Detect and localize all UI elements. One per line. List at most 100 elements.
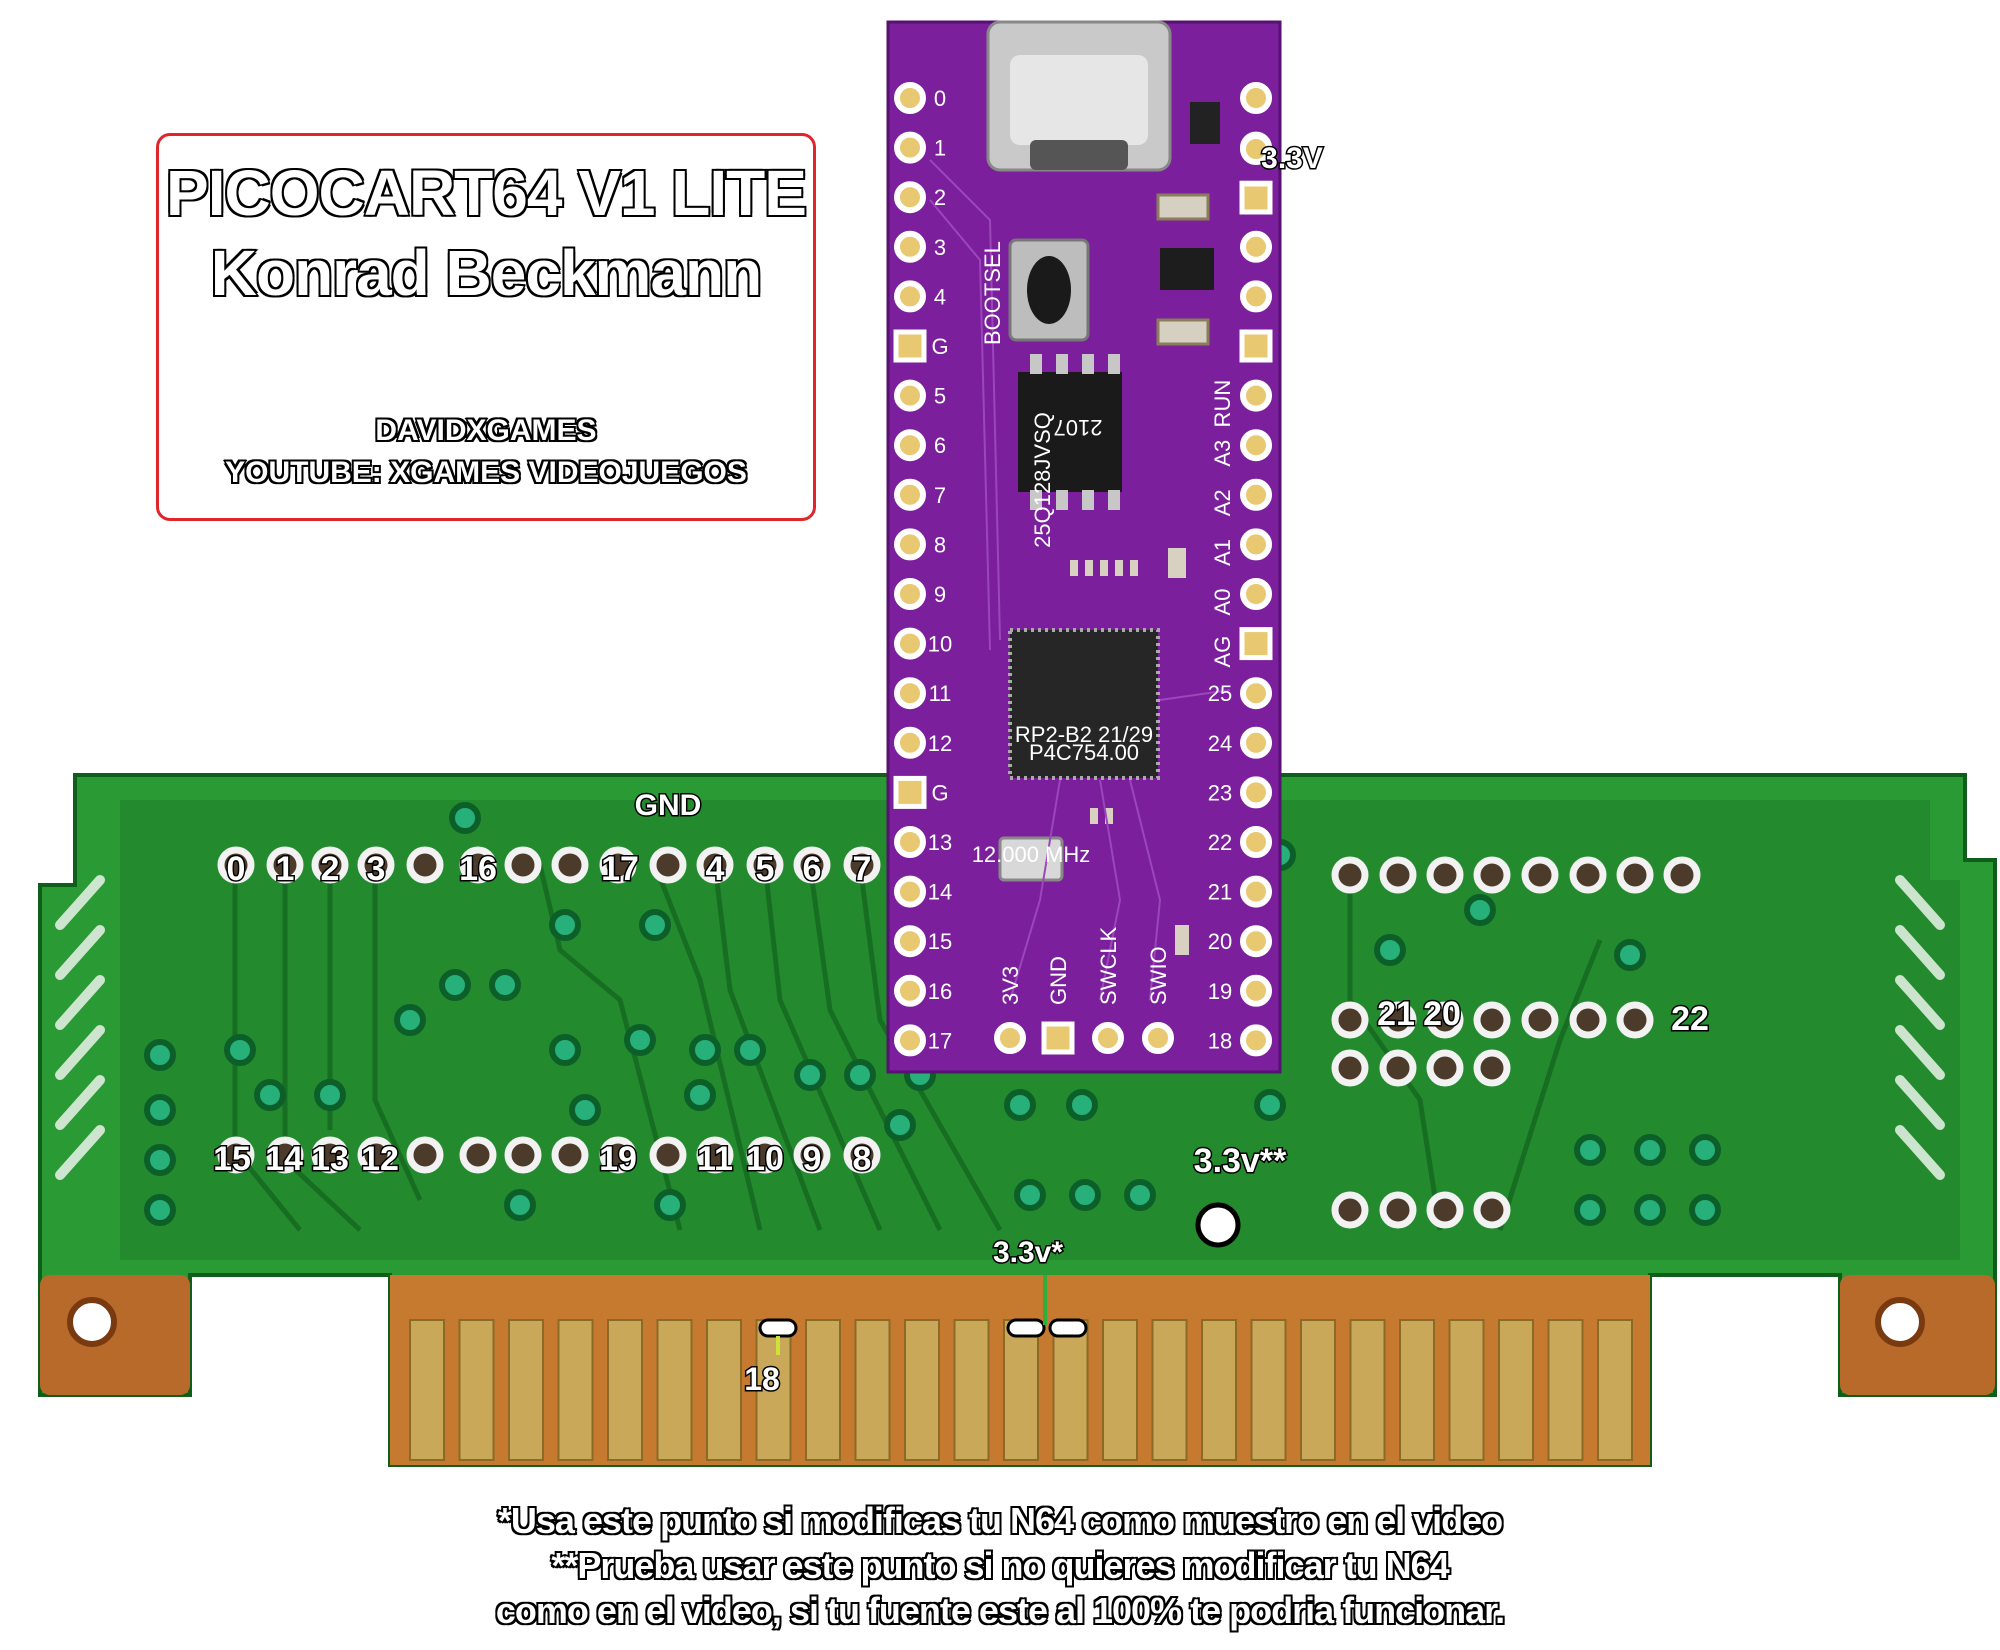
- cart-pad: [1477, 1053, 1507, 1083]
- pico-pin-label-left: 4: [934, 284, 946, 309]
- via: [1017, 1182, 1043, 1208]
- via: [687, 1082, 713, 1108]
- credit-youtube: YOUTUBE: XGAMES VIDEOJUEGOS: [159, 456, 813, 490]
- via: [797, 1062, 823, 1088]
- pico-pad-right: [1243, 283, 1269, 309]
- via: [1257, 1092, 1283, 1118]
- v33-single-star-label: 3.3v*: [993, 1236, 1063, 1269]
- via: [737, 1037, 763, 1063]
- cart-pad: [508, 1140, 538, 1170]
- pico-pad-left: [897, 879, 923, 905]
- via: [1637, 1137, 1663, 1163]
- pico-pad-bottom: [1095, 1025, 1121, 1051]
- pico-pad-left: [897, 631, 923, 657]
- via: [1007, 1092, 1033, 1118]
- via: [317, 1082, 343, 1108]
- via: [572, 1097, 598, 1123]
- edge-finger: [1301, 1320, 1335, 1460]
- pico-pad-right: [1243, 432, 1269, 458]
- pico-pin-label-left: 0: [934, 86, 946, 111]
- pico-pin-label-bottom: 3V3: [998, 966, 1023, 1005]
- pico-pin-label-bottom: SWCLK: [1096, 926, 1121, 1005]
- edge-finger: [1351, 1320, 1385, 1460]
- pico-pin-label-right: 25: [1208, 681, 1232, 706]
- cart-pin-label-top: 7: [853, 850, 872, 888]
- gnd-label: GND: [635, 789, 702, 822]
- pico-pin-label-left: 17: [928, 1028, 952, 1053]
- pico-pad-left: [897, 184, 923, 210]
- cart-pin-label-top: 1: [276, 850, 295, 888]
- credit-channel: DAVIDXGAMES: [159, 414, 813, 448]
- cart-pin-label-bottom: 8: [853, 1140, 872, 1178]
- cart-pad: [1620, 860, 1650, 890]
- pico-pin-label-left: 8: [934, 532, 946, 557]
- footnote-double-star: **Prueba usar este punto si no quieres m…: [0, 1545, 2000, 1587]
- via: [1069, 1092, 1095, 1118]
- pico-pin-label-left: 5: [934, 384, 946, 409]
- bootsel-label: BOOTSEL: [980, 241, 1005, 345]
- pico-pad-left: [897, 531, 923, 557]
- pico-pad-right: [1243, 531, 1269, 557]
- cart-pad: [1667, 860, 1697, 890]
- edge-finger: [509, 1320, 543, 1460]
- pico-pad-right: [1243, 85, 1269, 111]
- edge-finger: [658, 1320, 692, 1460]
- rp2040-marking: P4C754.00: [1029, 740, 1139, 765]
- pico-pin-label-right: 20: [1208, 929, 1232, 954]
- pico-pad-right: [1243, 383, 1269, 409]
- via: [1072, 1182, 1098, 1208]
- pico-pad-right: [1242, 184, 1270, 212]
- pico-pin-label-left: 3: [934, 235, 946, 260]
- cart-pin-label-top: 2: [321, 850, 340, 888]
- pico-pin-label-right: 23: [1208, 780, 1232, 805]
- pico-pad-bottom: [1044, 1024, 1072, 1052]
- edge-finger: [1400, 1320, 1434, 1460]
- cart-pad: [653, 850, 683, 880]
- pico-pin-label-right: A1: [1210, 539, 1235, 566]
- cart-pad: [1477, 860, 1507, 890]
- edge-finger: [1450, 1320, 1484, 1460]
- pico-pin-label-right: 24: [1208, 731, 1232, 756]
- pico-pad-left: [896, 778, 924, 806]
- via: [1692, 1137, 1718, 1163]
- via: [692, 1037, 718, 1063]
- cart-pad: [1383, 1195, 1413, 1225]
- cart-pad: [1430, 1195, 1460, 1225]
- edge-finger: [410, 1320, 444, 1460]
- edge-finger: [905, 1320, 939, 1460]
- pico-pad-right: [1242, 332, 1270, 360]
- board-title: PICOCART64 V1 LITE: [159, 156, 813, 230]
- crystal-marking: 12.000 MHz: [972, 842, 1091, 867]
- via: [657, 1192, 683, 1218]
- edge-finger: [460, 1320, 494, 1460]
- pico-pin-label-bottom: GND: [1046, 956, 1071, 1005]
- pico-pin-label-left: 11: [929, 681, 952, 706]
- pico-pin-label-right: A3: [1210, 440, 1235, 467]
- cart-pin-label-bottom: 12: [361, 1140, 399, 1178]
- pico-pad-right: [1243, 482, 1269, 508]
- pico-pad-bottom: [1145, 1025, 1171, 1051]
- via: [627, 1027, 653, 1053]
- cart-pin-label-bottom: 14: [265, 1140, 303, 1178]
- cart-pad: [1335, 1195, 1365, 1225]
- cart-pin-label-top: 4: [706, 850, 725, 888]
- via: [397, 1007, 423, 1033]
- via: [1577, 1137, 1603, 1163]
- cart-pin-label-bottom: 15: [213, 1140, 251, 1178]
- edge-finger: [1549, 1320, 1583, 1460]
- cart-pin-label-top: 0: [227, 850, 246, 888]
- pico-pin-label-right: 18: [1208, 1028, 1232, 1053]
- pico-pad-bottom: [997, 1025, 1023, 1051]
- pico-pin-label-left: 7: [934, 483, 946, 508]
- pico-pad-right: [1243, 779, 1269, 805]
- cart-pad: [1335, 860, 1365, 890]
- pico-pin-label-left: 6: [934, 433, 946, 458]
- cart-pad: [1383, 860, 1413, 890]
- cart-pad: [1525, 860, 1555, 890]
- cart-pin-label-top: 6: [803, 850, 822, 888]
- pico-pad-right: [1243, 234, 1269, 260]
- pico-3v3-label: 3.3V: [1261, 142, 1323, 175]
- pico-pad-left: [897, 730, 923, 756]
- edge-finger: [608, 1320, 642, 1460]
- title-box: PICOCART64 V1 LITE Konrad Beckmann DAVID…: [156, 133, 816, 521]
